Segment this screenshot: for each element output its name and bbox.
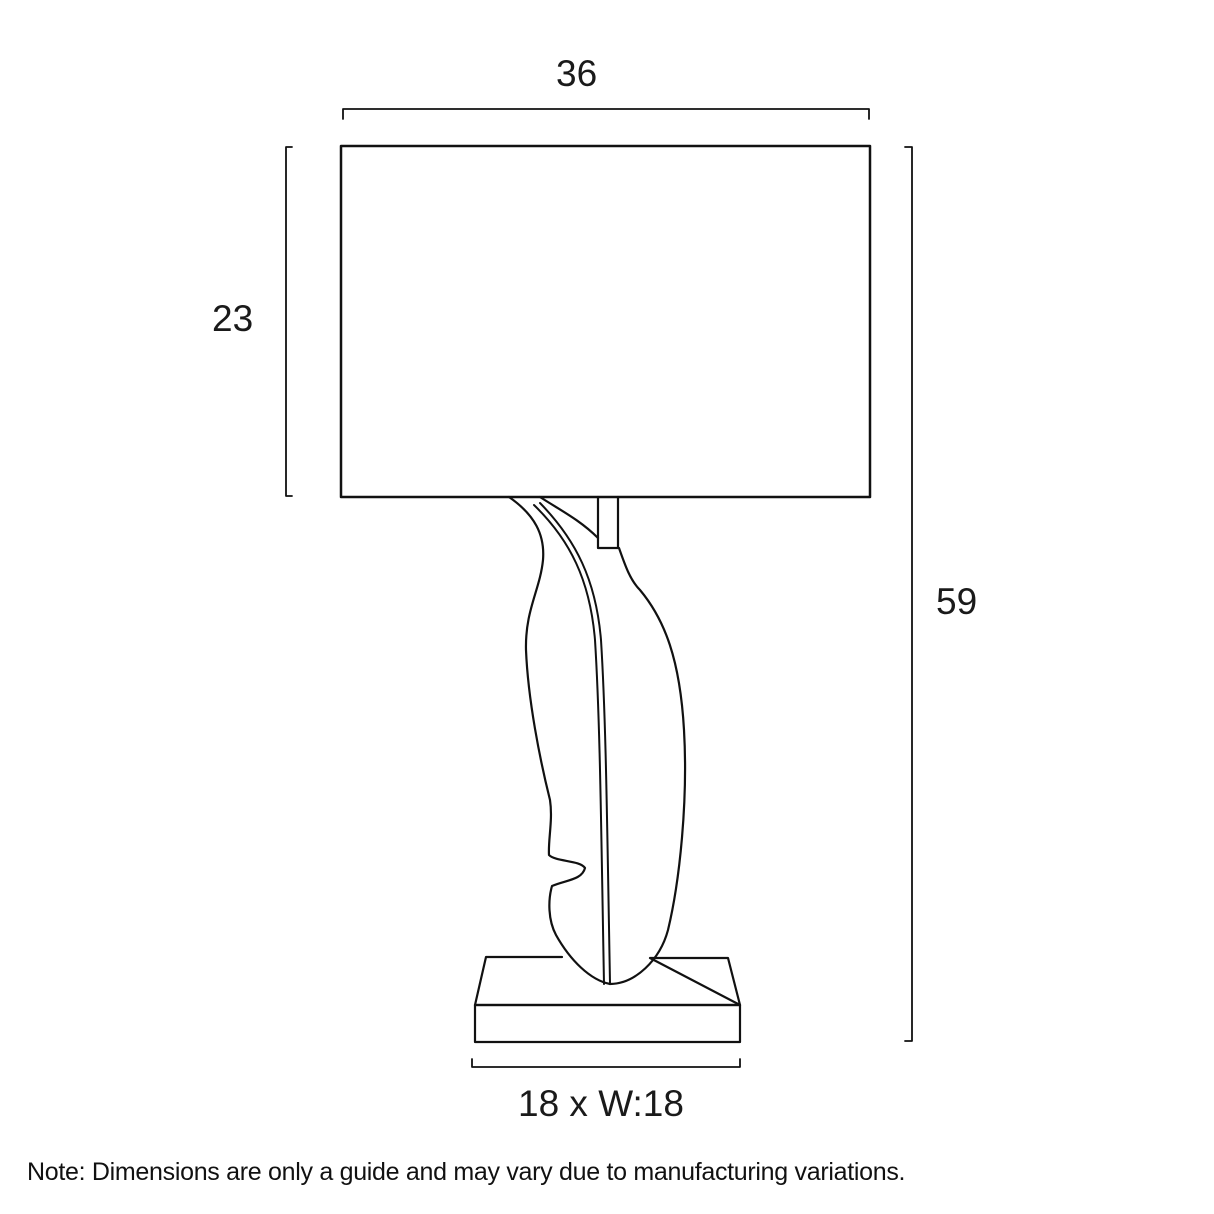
base-front-face xyxy=(473,1003,742,1044)
lamp-stem xyxy=(596,495,620,550)
leaf-vein-left xyxy=(533,504,605,985)
shade-width-label: 36 xyxy=(556,53,598,94)
shade-height-label: 23 xyxy=(212,298,254,339)
base-top-face xyxy=(473,955,742,1007)
leaf-outline xyxy=(507,495,687,986)
total-height-label: 59 xyxy=(936,581,978,622)
lamp-shade xyxy=(339,144,872,499)
shade-width-bracket xyxy=(342,108,870,120)
leaf-upper-edge xyxy=(538,495,600,540)
shade-height-bracket xyxy=(285,146,293,497)
dimension-disclaimer-note: Note: Dimensions are only a guide and ma… xyxy=(27,1158,906,1186)
leaf-vein-right xyxy=(539,502,611,984)
base-width-bracket xyxy=(471,1058,741,1068)
base-size-label: 18 x W:18 xyxy=(518,1083,684,1124)
total-height-bracket xyxy=(904,146,913,1042)
